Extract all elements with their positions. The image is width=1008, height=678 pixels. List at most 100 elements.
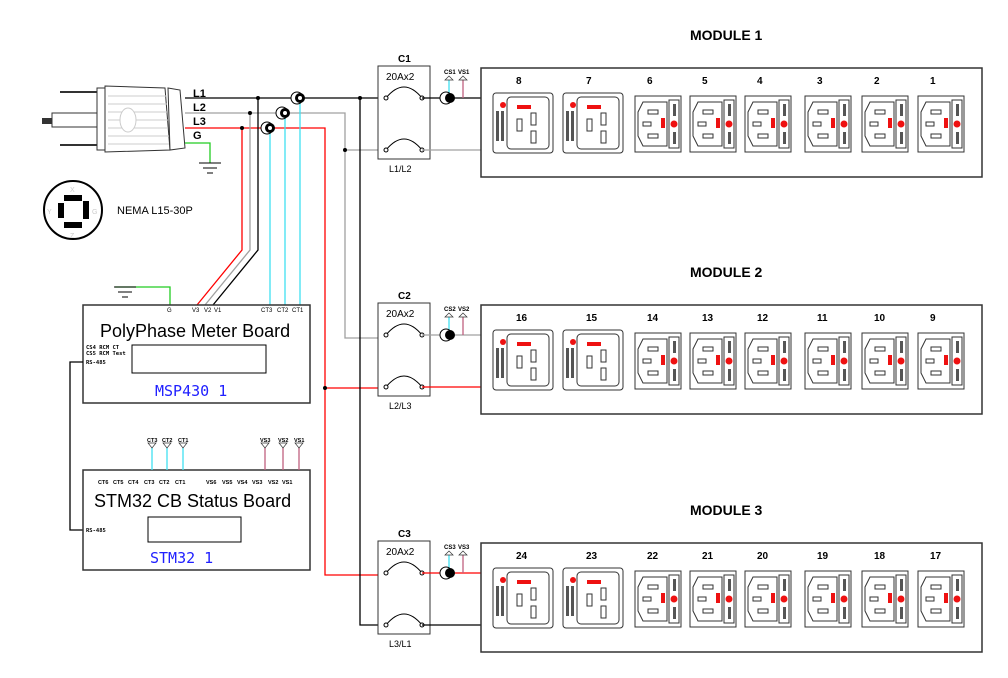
current-transformer-core [445, 568, 455, 578]
c13-pin [647, 584, 659, 590]
pin-y [58, 203, 64, 218]
c19-pin [586, 118, 593, 132]
c13-pin [930, 608, 942, 614]
c13-pin [757, 346, 769, 352]
breaker-terminal [383, 332, 389, 338]
status-mcu-label: STM32 1 [150, 549, 213, 567]
meter-side-label: CS5 RCM Test [86, 351, 126, 357]
nema-label: NEMA L15-30P [117, 205, 193, 217]
c13-pin [925, 596, 935, 602]
c13-pin [874, 346, 886, 352]
latch-label-text [728, 607, 731, 619]
release-label-text [571, 586, 574, 616]
c13-pin [752, 596, 762, 602]
c19-pin [586, 355, 593, 369]
status-input: CT3 [144, 480, 154, 486]
wire-l1-c3 [359, 98, 378, 626]
pin-z [64, 222, 82, 228]
c13-pin [647, 346, 659, 352]
c13-pin [869, 596, 879, 602]
c19-pin [530, 349, 537, 363]
release-label-text [571, 348, 574, 378]
c13-socket [864, 576, 895, 622]
latch-label-text [900, 607, 903, 619]
current-transformer-core [445, 93, 455, 103]
status-led-icon [570, 577, 576, 583]
c13-indicator [771, 355, 775, 365]
signal-tap-icon [444, 550, 454, 556]
status-led-icon [725, 120, 733, 128]
circuit-breaker [377, 65, 431, 160]
c13-pin [642, 121, 652, 127]
status-led-icon [670, 595, 678, 603]
status-led-icon [953, 595, 961, 603]
c13-pin [874, 584, 886, 590]
status-tap-label: CT2 [162, 438, 172, 444]
c13-indicator [831, 355, 835, 365]
plug-icon [42, 85, 186, 153]
latch-label-text [673, 369, 676, 381]
wire-l3 [185, 127, 378, 576]
signal-tap-icon [147, 442, 157, 449]
status-led-icon [897, 595, 905, 603]
outlet-number: 19 [817, 551, 829, 562]
c13-pin [647, 370, 659, 376]
c13-pin [647, 608, 659, 614]
c19-pin [586, 593, 593, 607]
c13-indicator [888, 355, 892, 365]
latch-label-text [728, 341, 731, 353]
nema-receptacle-icon [43, 180, 103, 240]
latch-label-text [900, 104, 903, 116]
status-led-icon [780, 357, 788, 365]
c13-socket [747, 101, 778, 147]
breaker-pole-icon [385, 86, 423, 99]
meter-input-CT3: CT3 [261, 308, 273, 314]
c13-pin [642, 596, 652, 602]
status-led-icon [500, 339, 506, 345]
line-label-G: G [193, 130, 202, 142]
c19-pin-top [587, 342, 601, 346]
breaker-name: C2 [398, 291, 411, 302]
status-tap-label: CT1 [178, 438, 188, 444]
wire-ground [185, 142, 211, 163]
latch-label-text [900, 341, 903, 353]
latch-label-text [673, 341, 676, 353]
latch-label-text [900, 369, 903, 381]
c13-pin [874, 608, 886, 614]
c19-pin-top [517, 342, 531, 346]
c13-pin [925, 121, 935, 127]
c13-pin [869, 358, 879, 364]
tap-v1 [212, 98, 259, 306]
c13-pin [869, 121, 879, 127]
c19-pin [600, 130, 607, 144]
breaker-phase: L3/L1 [389, 639, 412, 649]
signal-tap-icon [278, 442, 288, 449]
latch-label-text [673, 132, 676, 144]
c13-indicator [771, 593, 775, 603]
junction-dot [343, 148, 347, 152]
latch-label-text [956, 104, 959, 116]
c13-pin [930, 109, 942, 115]
meter-board-title: PolyPhase Meter Board [100, 321, 290, 341]
c13-pin [812, 358, 822, 364]
signal-tap-icon [458, 75, 468, 81]
c13-socket [807, 101, 838, 147]
c13-pin [757, 584, 769, 590]
meter-input-V3: V3 [192, 308, 200, 314]
c13-pin [702, 109, 714, 115]
pin-label: X [70, 187, 75, 194]
c13-pin [642, 358, 652, 364]
c13-pin [647, 109, 659, 115]
status-side-label: RS-485 [86, 528, 106, 534]
c13-pin [812, 596, 822, 602]
module-title: MODULE 2 [690, 264, 763, 280]
status-tap-label: VS3 [260, 438, 270, 444]
breaker-name: C3 [398, 529, 411, 540]
c19-socket [576, 96, 620, 150]
signal-tap-icon [458, 550, 468, 556]
latch-label-text [900, 579, 903, 591]
outlet-number: 2 [874, 76, 880, 87]
c13-socket [747, 338, 778, 384]
outlet-number: 24 [516, 551, 528, 562]
